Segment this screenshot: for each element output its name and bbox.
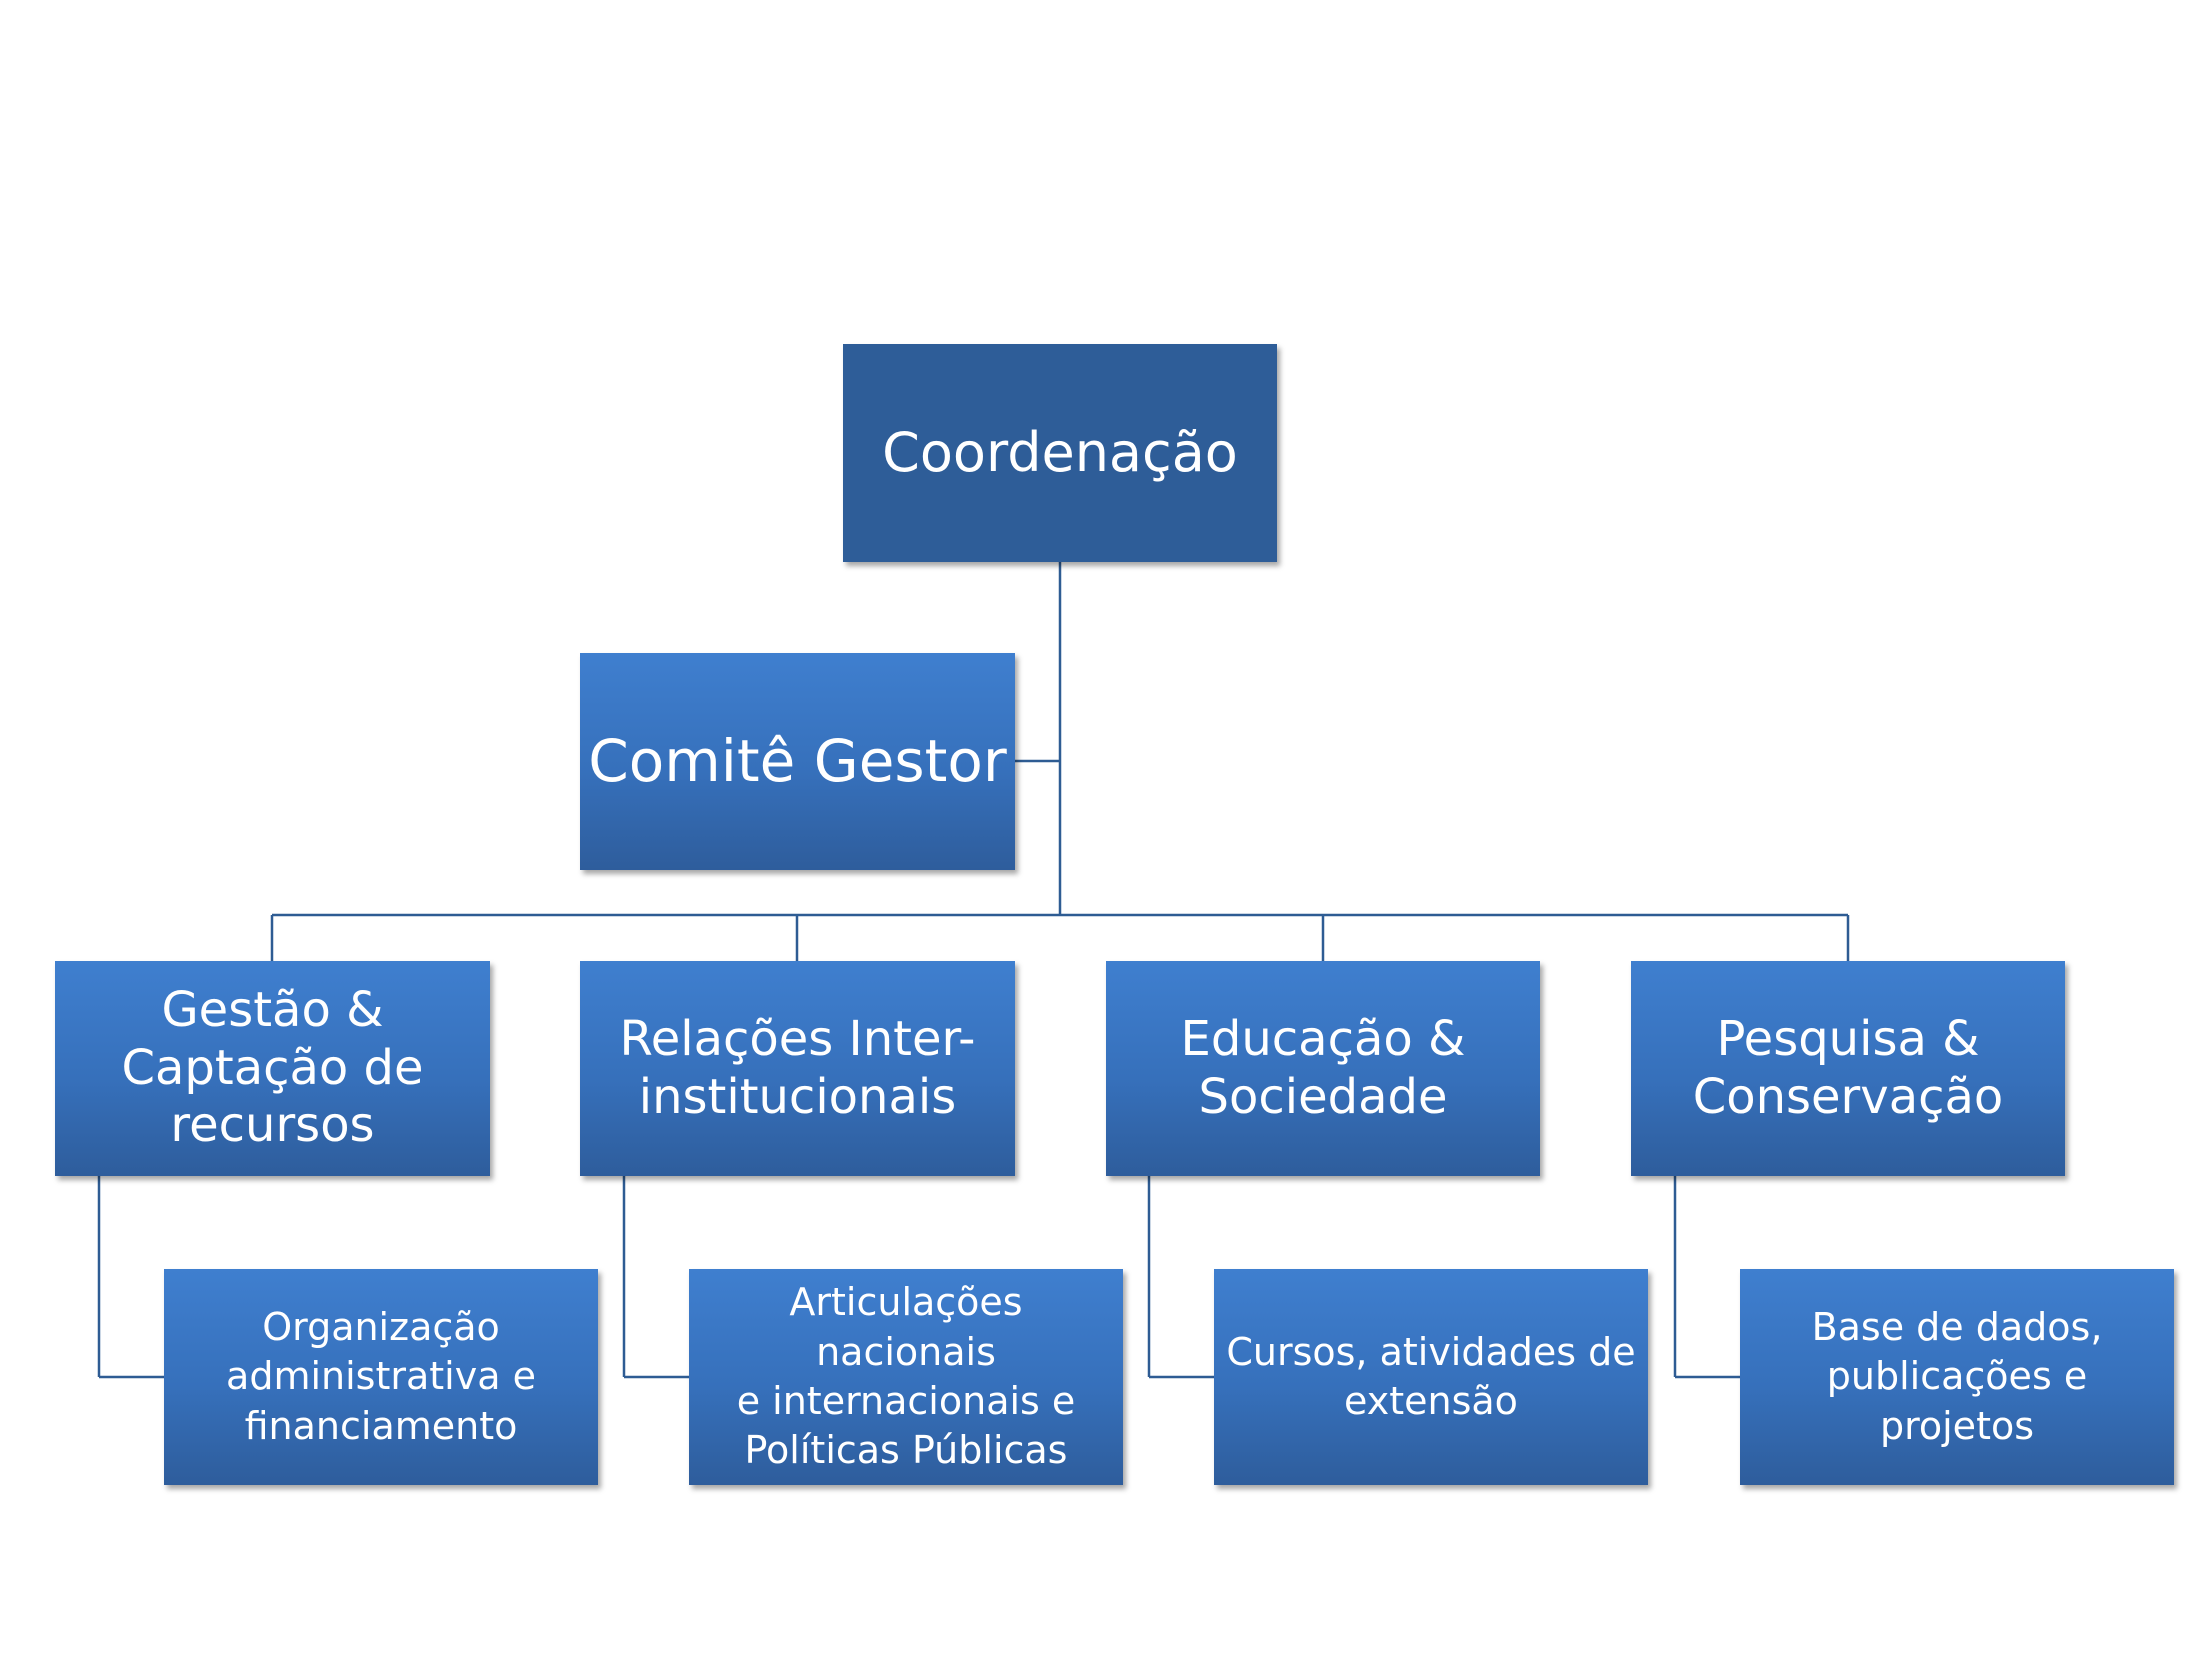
node-label: Gestão & Captação de recursos xyxy=(121,982,424,1154)
node-label: Base de dados, publicações e projetos xyxy=(1811,1304,2103,1448)
node-label: Organização administrativa e financiamen… xyxy=(226,1304,536,1448)
node-label: Cursos, atividades de extensão xyxy=(1226,1329,1636,1423)
node-comite-gestor: Comitê Gestor xyxy=(580,653,1015,870)
node-articulacoes-nacionais: Articulações nacionais e internacionais … xyxy=(689,1269,1123,1485)
node-label: Educação & Sociedade xyxy=(1180,1010,1466,1125)
node-base-de-dados: Base de dados, publicações e projetos xyxy=(1740,1269,2174,1485)
node-gestao-captacao: Gestão & Captação de recursos xyxy=(55,961,490,1176)
node-label: Articulações nacionais e internacionais … xyxy=(736,1280,1076,1473)
node-pesquisa-conservacao: Pesquisa & Conservação xyxy=(1631,961,2065,1176)
node-educacao-sociedade: Educação & Sociedade xyxy=(1106,961,1540,1176)
node-label: Relações Inter- institucionais xyxy=(619,1010,976,1125)
node-label: Comitê Gestor xyxy=(588,726,1007,795)
node-coordenacao: Coordenação xyxy=(843,344,1277,562)
node-organizacao-administrativa: Organização administrativa e financiamen… xyxy=(164,1269,598,1485)
node-relacoes-interinstitucionais: Relações Inter- institucionais xyxy=(580,961,1015,1176)
node-label: Coordenação xyxy=(882,420,1238,484)
node-label: Pesquisa & Conservação xyxy=(1692,1010,2004,1125)
node-cursos-atividades: Cursos, atividades de extensão xyxy=(1214,1269,1648,1485)
